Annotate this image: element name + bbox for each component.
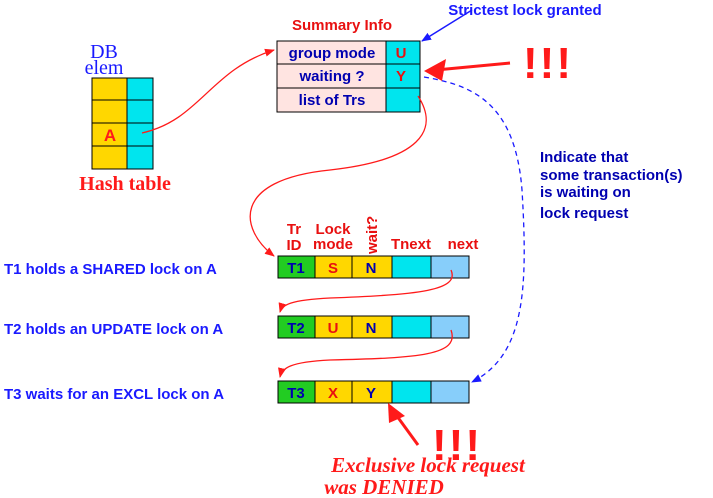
tnext-cell	[391, 255, 432, 279]
tr-id-t2: T2	[287, 320, 305, 337]
column-header-lock: Lock	[315, 221, 351, 238]
denied-note: !!! Exclusive lock request was DENIED	[324, 421, 526, 498]
wait-value-3: Y	[366, 385, 376, 402]
column-header-mode: mode	[313, 236, 353, 253]
strictest-lock-note: Strictest lock granted	[448, 2, 601, 19]
waiting-note-line-4: lock request	[540, 205, 628, 222]
column-header-id: ID	[287, 237, 302, 254]
transaction-description-3: T3 waits for an EXCL lock on A	[4, 386, 224, 403]
denied-exclaim: !!!	[432, 421, 482, 470]
waiting-note-line-2: some transaction(s)	[540, 167, 683, 184]
column-header-next: next	[448, 236, 479, 253]
wait-value-2: N	[366, 320, 377, 337]
arrow-hash-to-summary	[141, 48, 275, 134]
tr-id-t1: T1	[287, 260, 305, 277]
waiting-note-line-3: is waiting on	[540, 184, 631, 201]
arrows	[141, 9, 525, 446]
column-header-wait: wait?	[364, 216, 381, 255]
column-headers: Tr ID Lock mode wait? Tnext next	[287, 216, 479, 255]
hash-bucket-pointer-a	[126, 122, 154, 147]
tnext-cell	[391, 380, 432, 404]
hash-table-caption: Hash table	[79, 173, 171, 195]
summary-value-group-mode: U	[396, 45, 407, 62]
summary-info: Summary Info group mode U waiting ? Y li…	[276, 2, 602, 113]
lock-mode-s: S	[328, 260, 338, 277]
denied-line-1: Exclusive lock request	[330, 453, 526, 477]
hash-table-header-db: DB	[90, 41, 118, 63]
transaction-description-1: T1 holds a SHARED lock on A	[4, 261, 217, 278]
next-cell	[430, 255, 470, 279]
hash-bucket	[91, 99, 128, 124]
transaction-row-2: T2 holds an UPDATE lock on A T2 U N	[4, 315, 470, 339]
summary-value-list-cell	[385, 87, 421, 113]
hash-bucket-pointer	[126, 77, 154, 101]
next-cell	[430, 315, 470, 339]
tnext-cell	[391, 315, 432, 339]
summary-row-waiting	[276, 63, 387, 89]
column-header-tnext: Tnext	[391, 236, 431, 253]
hash-table: DB elem A Hash table	[79, 41, 171, 195]
denied-line-2: was DENIED	[324, 475, 444, 498]
tr-id-t3: T3	[287, 385, 305, 402]
summary-label-waiting: waiting ?	[299, 68, 365, 85]
summary-label-group-mode: group mode	[289, 45, 376, 62]
hash-bucket-pointer	[126, 99, 154, 124]
next-cell	[430, 380, 470, 404]
summary-value-waiting: Y	[396, 68, 406, 85]
red-pointer-arrow-icon	[424, 59, 446, 81]
summary-title: Summary Info	[292, 17, 392, 34]
summary-exclaim: !!!	[523, 39, 573, 88]
hash-bucket	[91, 77, 128, 101]
arrow-t2-to-t3	[278, 329, 453, 378]
hash-bucket	[91, 145, 128, 170]
summary-label-list: list of Trs	[299, 92, 366, 109]
summary-value-waiting-cell	[385, 63, 421, 89]
transaction-row-3: T3 waits for an EXCL lock on A T3 X Y	[4, 380, 470, 404]
red-pointer-arrow-icon	[388, 403, 405, 423]
lock-mode-x: X	[328, 385, 338, 402]
arrow-strictest-note	[421, 9, 473, 42]
lock-mode-u: U	[328, 320, 339, 337]
hash-table-header-elem: elem	[85, 57, 124, 79]
transaction-row-1: T1 holds a SHARED lock on A T1 S N	[4, 255, 470, 279]
arrow-waiting-to-t3	[423, 76, 525, 383]
transaction-description-2: T2 holds an UPDATE lock on A	[4, 321, 223, 338]
hash-key-a: A	[104, 126, 116, 145]
waiting-note: Indicate that some transaction(s) is wai…	[540, 149, 683, 222]
arrow-summary-to-t1	[249, 95, 427, 257]
waiting-note-line-1: Indicate that	[540, 149, 628, 166]
arrow-t1-to-t2	[278, 269, 453, 313]
wait-value-1: N	[366, 260, 377, 277]
column-header-tr: Tr	[287, 221, 301, 238]
hash-bucket-pointer	[126, 145, 154, 170]
